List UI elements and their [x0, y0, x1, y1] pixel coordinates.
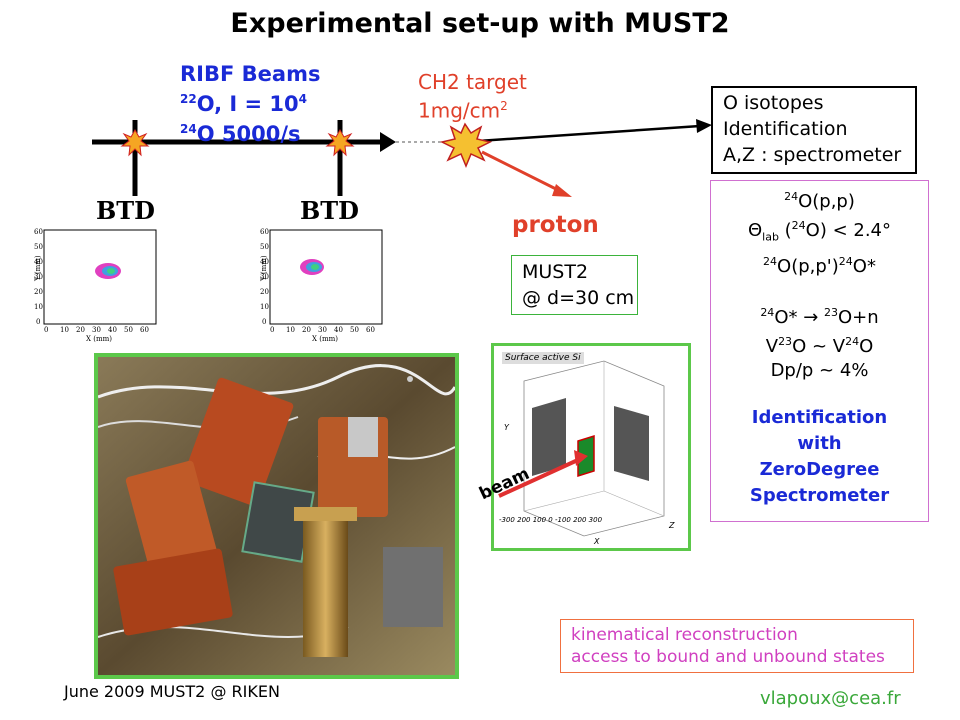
proton-path — [481, 150, 563, 194]
simulation-3d-view: Y -300 200 100 0 -100 200 300 Z X — [498, 360, 675, 546]
ch2-target-label: CH2 target 1mg/cm2 — [418, 70, 527, 123]
must2-distance-box: MUST2 @ d=30 cm — [511, 255, 638, 315]
kinematics-box: kinematical reconstruction access to bou… — [560, 619, 914, 673]
reaction-line-3: 24O(p,p')24O* — [763, 254, 876, 277]
target-explosion-icon — [439, 122, 493, 168]
identification-line-3: ZeroDegree — [759, 458, 880, 480]
beams-heading: RIBF Beams — [180, 62, 321, 86]
svg-text:30: 30 — [34, 273, 43, 281]
simulation-title: Surface active Si — [502, 352, 584, 364]
svg-text:40: 40 — [334, 326, 343, 334]
identification-line-1: Identification — [751, 406, 888, 428]
reaction-line-6: Dp/p ~ 4% — [770, 359, 869, 381]
svg-text:Y (mm): Y (mm) — [260, 255, 268, 282]
svg-text:50: 50 — [124, 326, 133, 334]
reaction-line-5: V23O ~ V24O — [765, 334, 874, 357]
proton-label: proton — [512, 212, 599, 238]
beamline-diagram — [92, 119, 712, 197]
svg-text:30: 30 — [260, 273, 269, 281]
outgoing-line — [477, 124, 701, 143]
btd-left-flash-icon — [120, 128, 150, 157]
svg-text:30: 30 — [318, 326, 327, 334]
svg-text:40: 40 — [34, 258, 43, 266]
ribf-beams-label: RIBF Beams 22O, I = 104 24O 5000/s — [180, 62, 320, 147]
svg-text:Y: Y — [504, 423, 510, 432]
svg-text:Y (mm): Y (mm) — [34, 255, 42, 282]
btd-right-plot: Y (mm) 60 50 40 30 20 10 0 0 10 20 30 40 50 60 X (mm… — [260, 228, 383, 343]
beams-line-2: 24O 5000/s — [180, 122, 301, 146]
svg-text:60: 60 — [366, 326, 375, 334]
svg-text:-300 200 100 0 -100 200 300: -300 200 100 0 -100 200 300 — [499, 516, 603, 524]
svg-text:10: 10 — [60, 326, 69, 334]
svg-text:20: 20 — [76, 326, 85, 334]
reaction-box: 24O(p,p) Θlab (24O) < 2.4° 24O(p,p')24O*… — [710, 180, 929, 522]
btd-left-plot: Y (mm) 60 50 40 30 20 10 0 0 10 20 30 40 50 60 X (mm… — [34, 228, 157, 343]
svg-text:0: 0 — [270, 326, 274, 334]
svg-text:60: 60 — [260, 228, 269, 236]
footer-date-location: June 2009 MUST2 @ RIKEN — [64, 682, 280, 701]
detector-photo-illustration — [98, 357, 455, 675]
identification-line-2: with — [797, 432, 842, 454]
svg-text:50: 50 — [34, 243, 43, 251]
proton-arrowhead — [552, 184, 572, 197]
reaction-line-2: Θlab (24O) < 2.4° — [747, 219, 892, 244]
must2-setup-photo — [94, 353, 459, 679]
btd-right-flash-icon — [325, 128, 355, 157]
reaction-line-4: 24O* → 23O+n — [760, 305, 879, 328]
svg-text:10: 10 — [34, 303, 43, 311]
svg-text:0: 0 — [262, 318, 266, 326]
footer-email: vlapoux@cea.fr — [760, 688, 901, 709]
svg-text:40: 40 — [260, 258, 269, 266]
svg-text:X (mm): X (mm) — [86, 335, 112, 343]
svg-text:X: X — [593, 537, 600, 546]
svg-text:50: 50 — [350, 326, 359, 334]
reaction-line-1: 24O(p,p) — [784, 190, 855, 212]
outgoing-arrowhead — [696, 119, 712, 133]
beam-arrowhead — [380, 132, 396, 152]
beams-line-1: 22O, I = 104 — [180, 92, 307, 116]
svg-text:10: 10 — [286, 326, 295, 334]
svg-text:Z: Z — [668, 521, 675, 530]
svg-text:50: 50 — [260, 243, 269, 251]
svg-text:20: 20 — [34, 288, 43, 296]
svg-text:X (mm): X (mm) — [312, 335, 338, 343]
svg-text:60: 60 — [34, 228, 43, 236]
slide-title: Experimental set-up with MUST2 — [230, 8, 730, 39]
btd-left-label: BTD — [96, 196, 155, 225]
simulation-panel: Surface active Si Y -300 200 100 0 -100 … — [476, 343, 691, 551]
svg-text:0: 0 — [36, 318, 40, 326]
svg-text:10: 10 — [260, 303, 269, 311]
svg-text:40: 40 — [108, 326, 117, 334]
svg-text:60: 60 — [140, 326, 149, 334]
svg-text:30: 30 — [92, 326, 101, 334]
svg-text:0: 0 — [44, 326, 48, 334]
svg-text:20: 20 — [260, 288, 269, 296]
identification-line-4: Spectrometer — [749, 484, 890, 506]
o-isotopes-box: O isotopes Identification A,Z : spectrom… — [711, 86, 917, 174]
btd-right-label: BTD — [300, 196, 359, 225]
svg-text:20: 20 — [302, 326, 311, 334]
